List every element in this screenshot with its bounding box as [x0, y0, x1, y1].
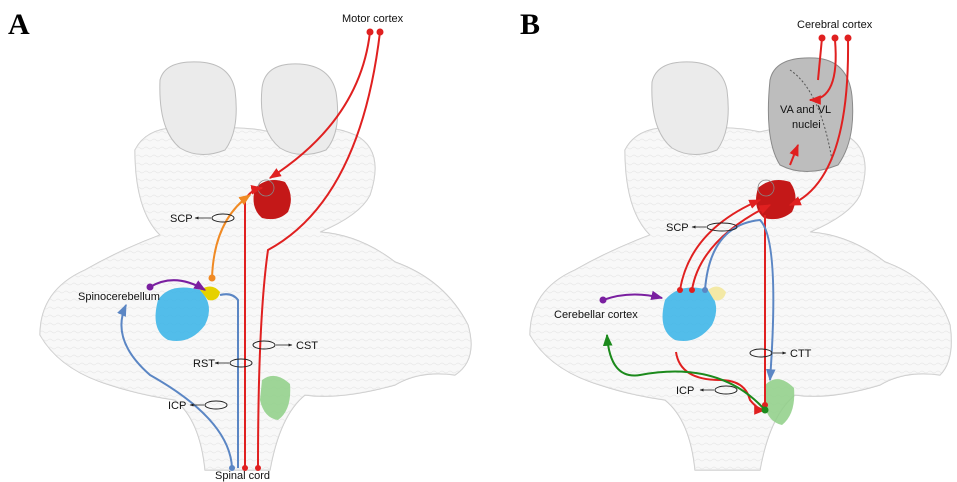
panel-a-label-motor-cortex: Motor cortex [342, 13, 404, 25]
panel-b-label-cerebral-cortex: Cerebral cortex [797, 19, 873, 31]
panel-a-brainstem-cerebellum [40, 62, 471, 470]
panel-b-red-nucleus [756, 180, 796, 219]
panel-a-node [147, 284, 154, 291]
panel-a-node [377, 29, 384, 36]
panel-a-label-icp: ICP [168, 400, 186, 412]
panel-b-node [689, 287, 695, 293]
panel-a-label-rst: RST [193, 358, 215, 370]
panel-b-label-ctt: CTT [790, 348, 812, 360]
panel-b: B [520, 8, 951, 470]
panel-b-node [845, 35, 852, 42]
panel-b-label-va-vl: VA and VL [780, 104, 831, 116]
panel-a-label-scp: SCP [170, 213, 193, 225]
panel-a-node [209, 275, 216, 282]
panel-b-label-scp: SCP [666, 222, 689, 234]
panel-a-node [367, 29, 374, 36]
panel-b-brainstem-cerebellum [530, 58, 951, 470]
panel-a-label-spinocerebellum: Spinocerebellum [78, 291, 160, 303]
panel-b-label-icp: ICP [676, 385, 694, 397]
panel-b-letter: B [520, 8, 540, 41]
panel-a-label-cst: CST [296, 340, 318, 352]
panel-a-thalamus-right [261, 64, 337, 155]
panel-b-node [677, 287, 683, 293]
panel-a-letter: A [8, 8, 30, 41]
panel-a: A [8, 8, 471, 482]
panel-b-node [832, 35, 839, 42]
panel-b-label-nuclei: nuclei [792, 119, 821, 131]
panel-a-red-nucleus [254, 180, 291, 219]
panel-a-label-spinal-cord: Spinal cord [215, 470, 270, 482]
panel-b-label-cerebellar-cortex: Cerebellar cortex [554, 309, 638, 321]
